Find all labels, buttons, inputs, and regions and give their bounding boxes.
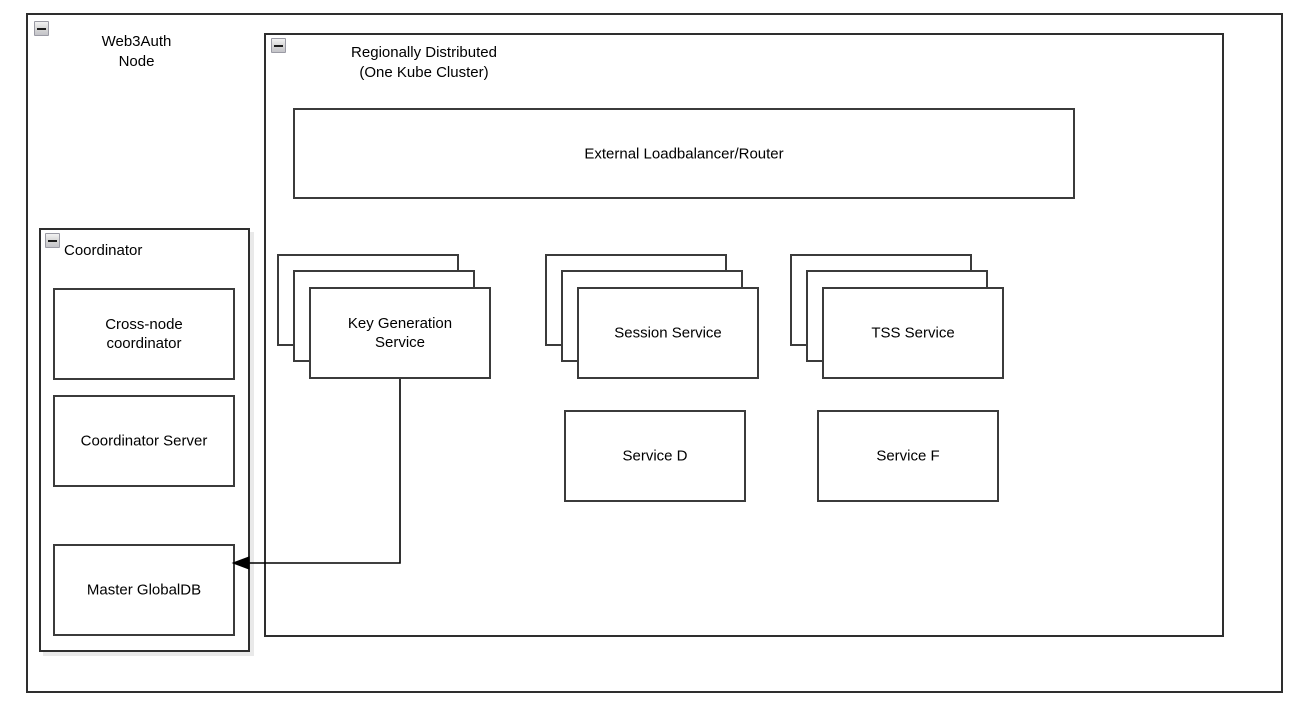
node-label-service-d: Service D — [622, 447, 688, 465]
node-tss-service[interactable]: TSS Service — [790, 254, 1005, 380]
group-label-web3auth-node: Web3Auth Node — [101, 33, 172, 70]
collapse-icon-coordinator[interactable] — [45, 233, 60, 248]
group-label-coordinator: Coordinator — [64, 242, 143, 259]
node-cross-node-coordinator[interactable]: Cross-node coordinator — [53, 288, 235, 380]
collapse-icon-kube-cluster[interactable] — [271, 38, 286, 53]
node-service-f[interactable]: Service F — [817, 410, 999, 502]
collapse-icon-web3auth-node[interactable] — [34, 21, 49, 36]
node-label-service-f: Service F — [876, 447, 940, 465]
node-service-d[interactable]: Service D — [564, 410, 746, 502]
node-coordinator-server[interactable]: Coordinator Server — [53, 395, 235, 487]
node-label-master-globaldb: Master GlobalDB — [86, 581, 202, 599]
node-external-loadbalancer-router[interactable]: External Loadbalancer/Router — [293, 108, 1075, 199]
node-label-key-generation-service: Key Generation Service — [347, 315, 453, 351]
node-label-tss-service: TSS Service — [871, 324, 955, 342]
stack-layer-front[interactable]: TSS Service — [822, 287, 1004, 379]
node-key-generation-service[interactable]: Key Generation Service — [277, 254, 492, 380]
stack-layer-front[interactable]: Session Service — [577, 287, 759, 379]
node-label-cross-node-coordinator: Cross-node coordinator — [105, 316, 183, 352]
node-label-external-loadbalancer-router: External Loadbalancer/Router — [584, 145, 784, 162]
node-label-session-service: Session Service — [614, 324, 722, 342]
group-label-kube-cluster: Regionally Distributed (One Kube Cluster… — [351, 44, 497, 81]
node-session-service[interactable]: Session Service — [545, 254, 760, 380]
node-master-globaldb[interactable]: Master GlobalDB — [53, 544, 235, 636]
stack-layer-front[interactable]: Key Generation Service — [309, 287, 491, 379]
node-label-coordinator-server: Coordinator Server — [80, 432, 208, 450]
